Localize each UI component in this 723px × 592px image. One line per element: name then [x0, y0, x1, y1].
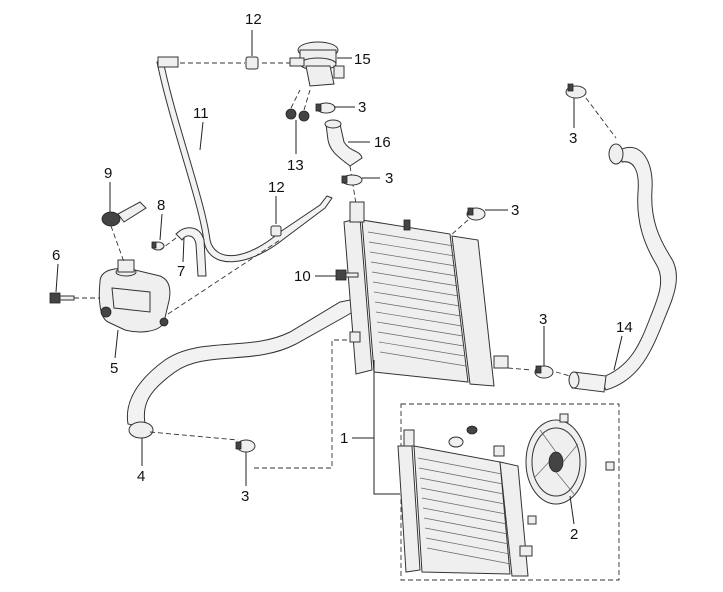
- leader-6: [55, 263, 59, 293]
- callout-9: 9: [104, 165, 112, 182]
- hose-clamp-3-e: [565, 83, 587, 99]
- guide-line-3d: [449, 219, 469, 237]
- callout-11: 11: [193, 105, 209, 122]
- leader-2: [569, 495, 575, 525]
- hose-clamp-12-mid: [270, 225, 282, 237]
- guide-line-3f: [507, 367, 571, 377]
- callout-5: 5: [110, 360, 118, 377]
- guide-line-3e: [585, 97, 617, 139]
- guide-line-4: [149, 431, 239, 441]
- hose-clamp-3-f: [534, 365, 554, 379]
- bolt-10: [335, 269, 359, 281]
- guide-line-tank-radiator: [167, 239, 281, 315]
- hose-clamp-3-a: [315, 102, 336, 114]
- breather-hose-7: [175, 227, 207, 277]
- guide-line-7: [159, 237, 177, 251]
- hose-clamp-3-c: [235, 439, 256, 453]
- callout-3-c: 3: [241, 488, 249, 505]
- fan-radiator-fins: [417, 457, 512, 565]
- callout-13: 13: [287, 157, 304, 174]
- guide-line-9: [110, 225, 125, 263]
- callout-14: 14: [616, 319, 633, 336]
- callout-15: 15: [354, 51, 371, 68]
- callout-3-e: 3: [569, 130, 577, 147]
- guide-line-3c: [254, 339, 358, 469]
- callout-3-f: 3: [539, 311, 547, 328]
- hose-clamp-12-top: [245, 56, 259, 70]
- leader-1: [352, 360, 400, 495]
- callout-4: 4: [137, 468, 145, 485]
- radiator-1: [343, 201, 509, 387]
- guide-line-13: [290, 89, 311, 111]
- leader-14: [613, 335, 623, 371]
- callout-7: 7: [177, 263, 185, 280]
- leader-11: [199, 121, 204, 151]
- callout-10: 10: [294, 268, 311, 285]
- callout-3-b: 3: [385, 170, 393, 187]
- fan-radiator-assembly: [397, 425, 533, 577]
- reservoir-cap-9: [101, 201, 147, 227]
- callout-6: 6: [52, 247, 60, 264]
- callout-3-d: 3: [511, 202, 519, 219]
- callout-1: 1: [340, 430, 348, 447]
- callout-2: 2: [570, 526, 578, 543]
- overflow-hose-11: [156, 59, 333, 263]
- callout-8: 8: [157, 197, 165, 214]
- reservoir-tank-5: [98, 259, 171, 333]
- hose-clamp-3-b: [341, 174, 363, 186]
- callout-12-top: 12: [245, 11, 262, 28]
- nuts-13: [285, 108, 310, 122]
- upper-hose-14: [599, 147, 677, 391]
- hose-clamp-8: [151, 241, 165, 251]
- leader-7: [182, 237, 185, 263]
- hose-16: [325, 123, 363, 167]
- filler-neck-15: [289, 41, 345, 87]
- hose-end-11: [157, 56, 179, 68]
- callout-12-mid: 12: [268, 179, 285, 196]
- hose-clamp-3-d: [466, 207, 486, 221]
- radiator-fins-1: [367, 231, 467, 367]
- cooling-fan-2: [525, 413, 615, 525]
- leader-8: [159, 213, 163, 241]
- callout-3-a: 3: [358, 99, 366, 116]
- bolt-6: [49, 292, 75, 304]
- leader-5: [114, 329, 119, 359]
- callout-16: 16: [374, 134, 391, 151]
